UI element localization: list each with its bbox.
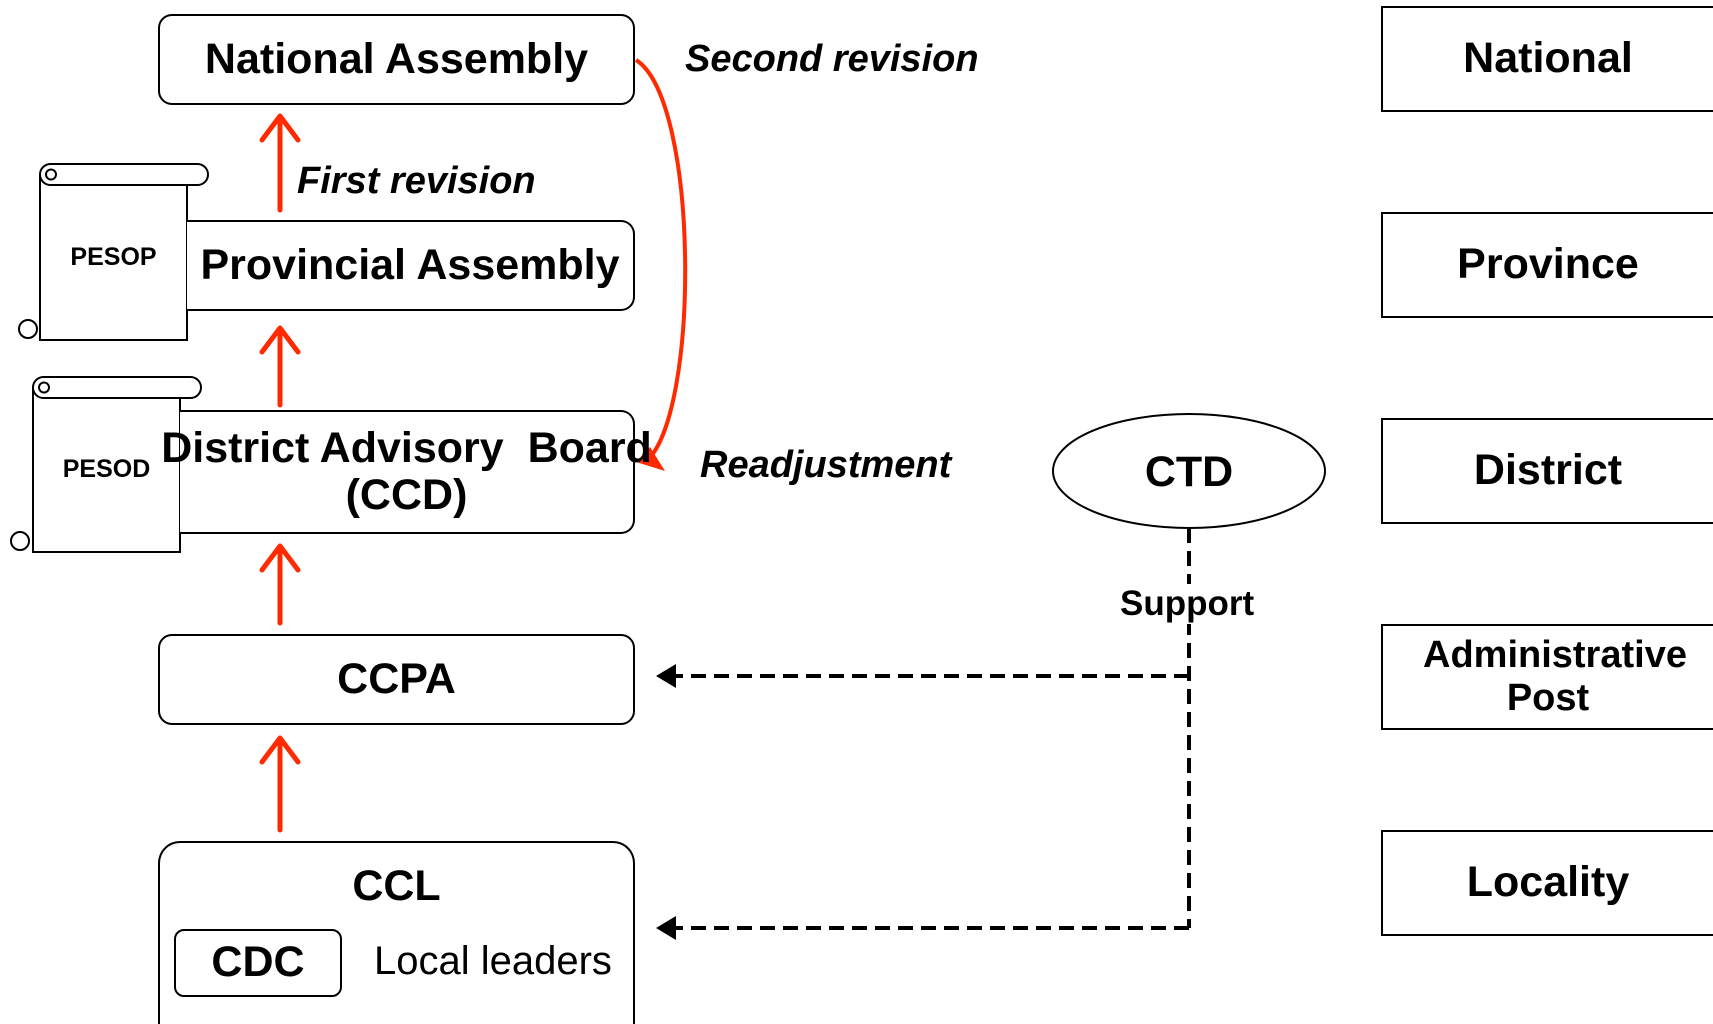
- level-label: Administrative Post: [1423, 634, 1687, 719]
- level-province-box: Province: [1381, 212, 1713, 318]
- provincial-assembly-box: Provincial Assembly: [187, 220, 635, 311]
- upward-arrow: [259, 735, 301, 833]
- pesop-label: PESOP: [70, 243, 157, 271]
- local-leaders-label: Local leaders: [374, 939, 612, 983]
- revision-curve: [634, 58, 688, 464]
- second-revision-label: Second revision: [685, 38, 979, 80]
- level-district-box: District: [1381, 418, 1713, 524]
- district-board-abbrev: (CCD): [345, 471, 468, 519]
- level-national-box: National: [1381, 6, 1713, 112]
- pesod-label: PESOD: [62, 455, 151, 483]
- level-label: Locality: [1466, 858, 1630, 907]
- level-label: National: [1463, 34, 1633, 83]
- national-assembly-box: National Assembly: [158, 14, 635, 105]
- level-administrative-post-box: Administrative Post: [1381, 624, 1713, 730]
- readjustment-label: Readjustment: [700, 444, 952, 486]
- support-arrow-ccl-head: [656, 916, 676, 940]
- ccl-label: CCL: [352, 862, 441, 910]
- level-label: District: [1473, 446, 1623, 495]
- ccpa-box: CCPA: [158, 634, 635, 725]
- support-label: Support: [1118, 584, 1257, 624]
- first-revision-label: First revision: [297, 160, 536, 202]
- district-board-label: District Advisory Board: [161, 423, 652, 472]
- upward-arrow: [259, 325, 301, 408]
- scroll-document-icon: [10, 376, 202, 553]
- support-arrow-ccpa-head: [656, 664, 676, 688]
- revision-curve-arrowhead: [636, 447, 665, 471]
- level-label: Province: [1457, 240, 1639, 289]
- cdc-label: CDC: [211, 938, 305, 987]
- cdc-box: CDC: [174, 929, 342, 997]
- scroll-document-icon: [18, 163, 209, 341]
- ccpa-label: CCPA: [337, 654, 456, 703]
- upward-arrow: [259, 113, 301, 213]
- district-advisory-board-box: District Advisory Board (CCD): [161, 410, 652, 534]
- upward-arrow: [259, 543, 301, 626]
- national-assembly-label: National Assembly: [204, 34, 589, 83]
- level-locality-box: Locality: [1381, 830, 1713, 936]
- ctd-label: CTD: [1144, 448, 1234, 496]
- ccl-box: CCL CDC Local leaders: [158, 841, 635, 1024]
- provincial-assembly-label: Provincial Assembly: [200, 240, 620, 289]
